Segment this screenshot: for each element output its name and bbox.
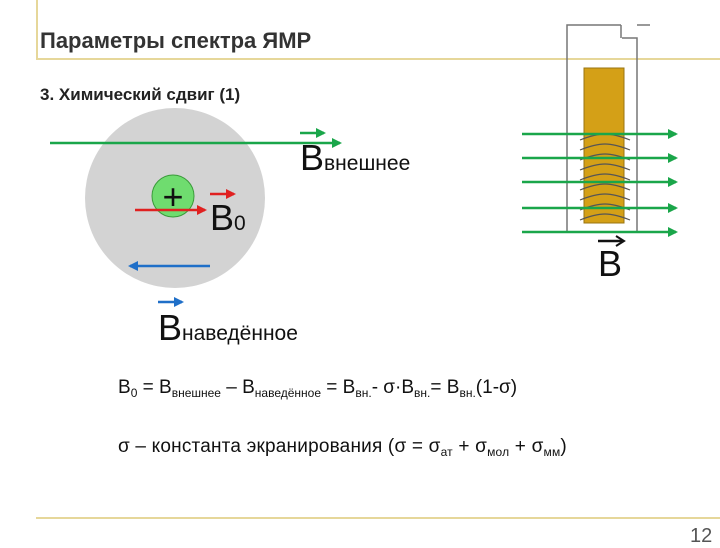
nucleus-plus-sign: + xyxy=(162,176,183,217)
slide-title: Параметры спектра ЯМР xyxy=(40,28,312,53)
shielding-constant-definition: σ – константа экранирования (σ = σат + σ… xyxy=(118,436,567,459)
applied-field-arrows xyxy=(522,129,678,237)
slide-frame-top-rule xyxy=(36,58,720,60)
label-b-induced: Bнаведённое xyxy=(158,307,298,348)
b-right-vector-head xyxy=(615,235,626,247)
page-number: 12 xyxy=(690,525,713,547)
slide-frame-vertical xyxy=(36,0,38,60)
field-equation: B0 = Bвнешнее – Bнаведённое = Bвн.- σ·Bв… xyxy=(118,377,518,400)
label-b-right: B xyxy=(598,243,623,284)
label-b-external: Bвнешнее xyxy=(300,137,411,178)
label-b0: B0 xyxy=(210,197,246,238)
slide-frame-bottom-rule xyxy=(36,517,720,519)
nucleus xyxy=(151,174,195,218)
nmr-sample-apparatus xyxy=(566,24,650,232)
slide-subtitle: 3. Химический сдвиг (1) xyxy=(40,85,241,104)
